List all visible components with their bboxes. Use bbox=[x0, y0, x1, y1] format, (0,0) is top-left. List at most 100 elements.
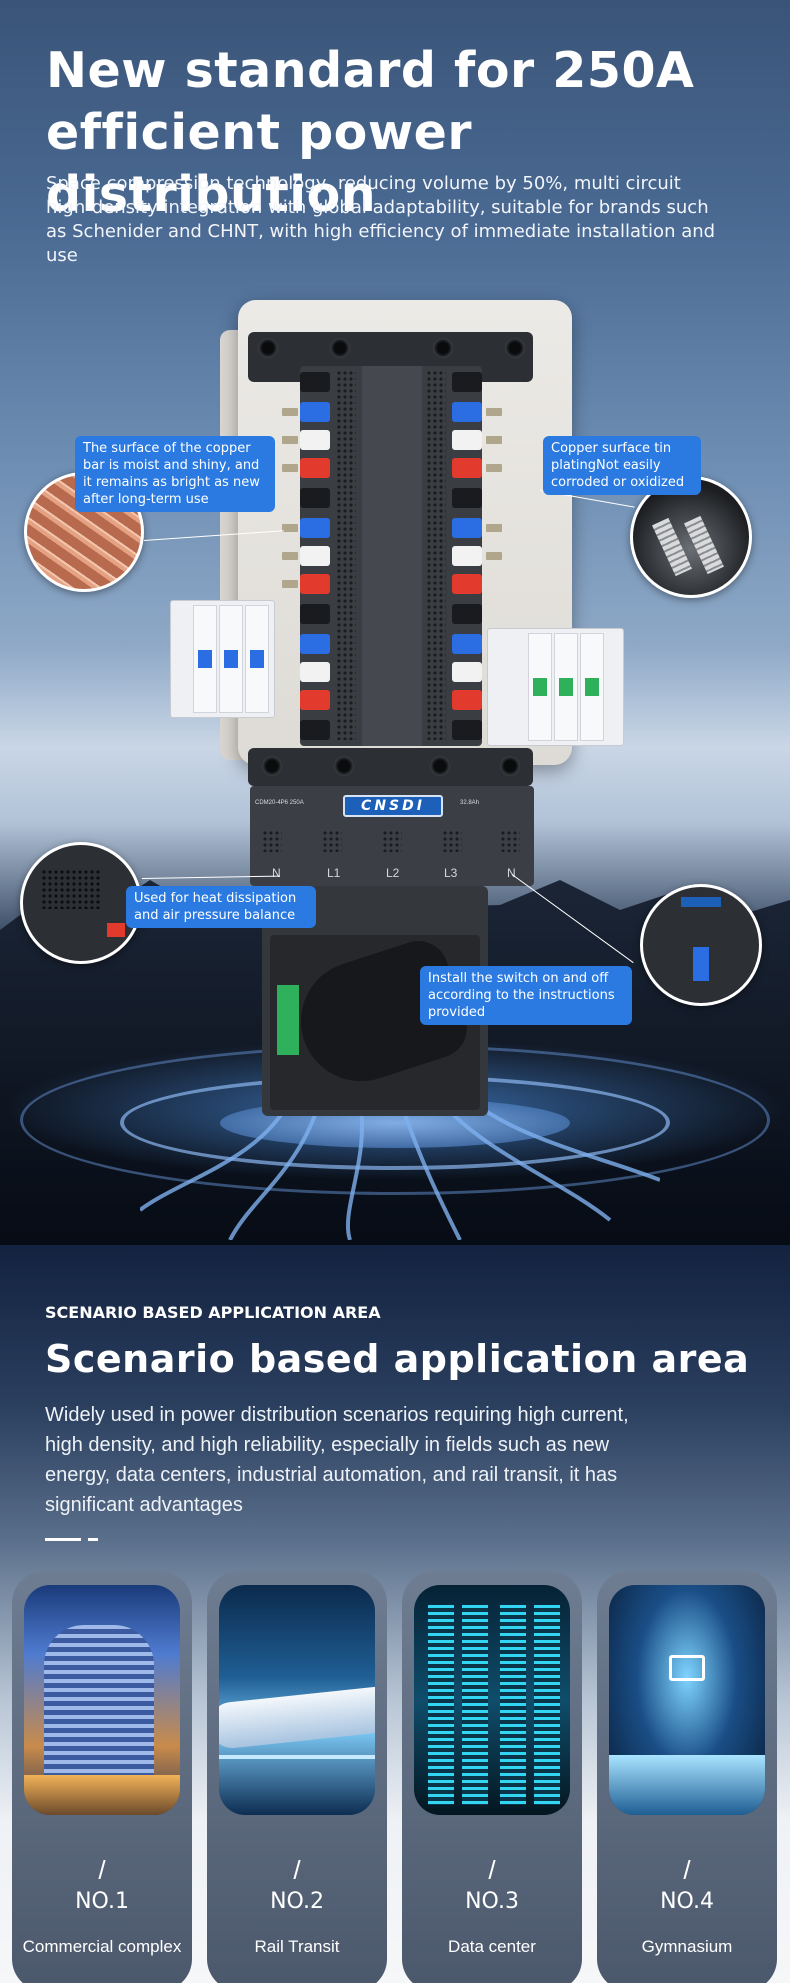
hero-section: New standard for 250A efficient power di… bbox=[0, 0, 790, 1245]
tin-plating-zoom bbox=[630, 476, 752, 598]
callout-tin-plating: Copper surface tin platingNot easily cor… bbox=[543, 436, 701, 495]
vent-holes bbox=[382, 830, 402, 852]
terminal-slot bbox=[300, 720, 330, 740]
terminal-slot bbox=[300, 372, 330, 392]
bottom-mounting-bar bbox=[248, 748, 533, 786]
terminal-slot bbox=[452, 662, 482, 682]
divider-dash bbox=[45, 1538, 81, 1541]
terminal-slot bbox=[300, 662, 330, 682]
terminal-slot bbox=[300, 574, 330, 594]
card-slash: / bbox=[98, 1855, 106, 1885]
card-number: NO.2 bbox=[270, 1889, 324, 1914]
terminal-slot bbox=[300, 690, 330, 710]
phase-label-l3: L3 bbox=[444, 866, 458, 880]
breaker-pole bbox=[554, 633, 578, 741]
terminal-slot bbox=[452, 634, 482, 654]
terminal-slot bbox=[300, 634, 330, 654]
scenario-card-rail[interactable]: / NO.2 Rail Transit bbox=[207, 1571, 387, 1983]
circuit-breaker-left bbox=[170, 600, 275, 718]
divider-dash-small bbox=[88, 1538, 98, 1541]
card-label: Commercial complex bbox=[22, 1937, 182, 1956]
terminal-slot bbox=[300, 518, 330, 538]
phase-label-n: N bbox=[272, 866, 281, 880]
commercial-complex-image bbox=[24, 1585, 180, 1815]
vent-holes bbox=[500, 830, 520, 852]
card-number: NO.3 bbox=[465, 1889, 519, 1914]
switch-zoom bbox=[640, 884, 762, 1006]
copper-lug bbox=[282, 436, 298, 444]
terminal-slot bbox=[452, 546, 482, 566]
circuit-breaker-right bbox=[487, 628, 624, 746]
bolt-icon bbox=[430, 756, 450, 776]
copper-lug bbox=[282, 580, 298, 588]
bolt-icon bbox=[500, 756, 520, 776]
bolt-icon bbox=[334, 756, 354, 776]
card-label: Data center bbox=[448, 1937, 536, 1956]
hero-title: New standard for 250A efficient power di… bbox=[46, 42, 695, 223]
terminal-slot bbox=[300, 402, 330, 422]
spec-label-left: CDM20-4P6 250A bbox=[255, 800, 304, 806]
terminal-slot bbox=[452, 574, 482, 594]
terminal-slot bbox=[452, 372, 482, 392]
vent-holes bbox=[322, 830, 342, 852]
copper-lug bbox=[486, 436, 502, 444]
section-title: Scenario based application area bbox=[45, 1337, 750, 1381]
scenario-card-datacenter[interactable]: / NO.3 Data center bbox=[402, 1571, 582, 1983]
terminal-slot bbox=[452, 690, 482, 710]
hero-subtitle: Space compression technology, reducing v… bbox=[46, 173, 716, 266]
copper-lug bbox=[282, 408, 298, 416]
gymnasium-image bbox=[609, 1585, 765, 1815]
section-tag: SCENARIO BASED APPLICATION AREA bbox=[45, 1303, 381, 1322]
terminal-slot bbox=[452, 518, 482, 538]
bolt-icon bbox=[258, 338, 278, 358]
breaker-pole bbox=[219, 605, 243, 713]
vent-holes bbox=[336, 370, 356, 740]
terminal-slot bbox=[300, 458, 330, 478]
brand-logo: CNSDI bbox=[343, 795, 443, 817]
bolt-icon bbox=[433, 338, 453, 358]
bolt-icon bbox=[330, 338, 350, 358]
rail-transit-image bbox=[219, 1585, 375, 1815]
breaker-pole bbox=[193, 605, 217, 713]
card-label: Rail Transit bbox=[254, 1937, 340, 1956]
terminal-slot bbox=[300, 488, 330, 508]
breaker-pole bbox=[245, 605, 269, 713]
terminal-slot bbox=[452, 488, 482, 508]
vent-holes bbox=[442, 830, 462, 852]
copper-lug bbox=[282, 552, 298, 560]
terminal-slot bbox=[300, 546, 330, 566]
copper-lug bbox=[282, 464, 298, 472]
data-center-image bbox=[414, 1585, 570, 1815]
card-slash: / bbox=[293, 1855, 301, 1885]
callout-copper-bar: The surface of the copper bar is moist a… bbox=[75, 436, 275, 512]
breaker-pole bbox=[528, 633, 552, 741]
terminal-slot bbox=[300, 604, 330, 624]
terminal-slot bbox=[452, 720, 482, 740]
bolt-icon bbox=[262, 756, 282, 776]
scenario-card-commercial[interactable]: / NO.1 Commercial complex bbox=[12, 1571, 192, 1983]
terminal-slot bbox=[300, 430, 330, 450]
vent-holes bbox=[262, 830, 282, 852]
copper-lug bbox=[486, 524, 502, 532]
spec-label-right: 32.8Ah bbox=[460, 800, 480, 806]
switch-indicator bbox=[277, 985, 299, 1055]
copper-lug bbox=[486, 464, 502, 472]
phase-label-n2: N bbox=[507, 866, 516, 880]
scenario-card-gymnasium[interactable]: / NO.4 Gymnasium bbox=[597, 1571, 777, 1983]
terminal-slot bbox=[452, 458, 482, 478]
scenario-section: SCENARIO BASED APPLICATION AREA Scenario… bbox=[0, 1245, 790, 1983]
busbar-center bbox=[362, 366, 422, 746]
vent-zoom bbox=[20, 842, 142, 964]
cables-graphic bbox=[140, 1100, 660, 1240]
section-description: Widely used in power distribution scenar… bbox=[45, 1404, 629, 1516]
card-label: Gymnasium bbox=[641, 1937, 733, 1956]
terminal-slot bbox=[452, 402, 482, 422]
card-slash: / bbox=[488, 1855, 496, 1885]
terminal-slot bbox=[452, 604, 482, 624]
copper-lug bbox=[282, 524, 298, 532]
copper-lug bbox=[486, 408, 502, 416]
terminal-slot bbox=[452, 430, 482, 450]
card-number: NO.4 bbox=[660, 1889, 714, 1914]
copper-lug bbox=[486, 552, 502, 560]
